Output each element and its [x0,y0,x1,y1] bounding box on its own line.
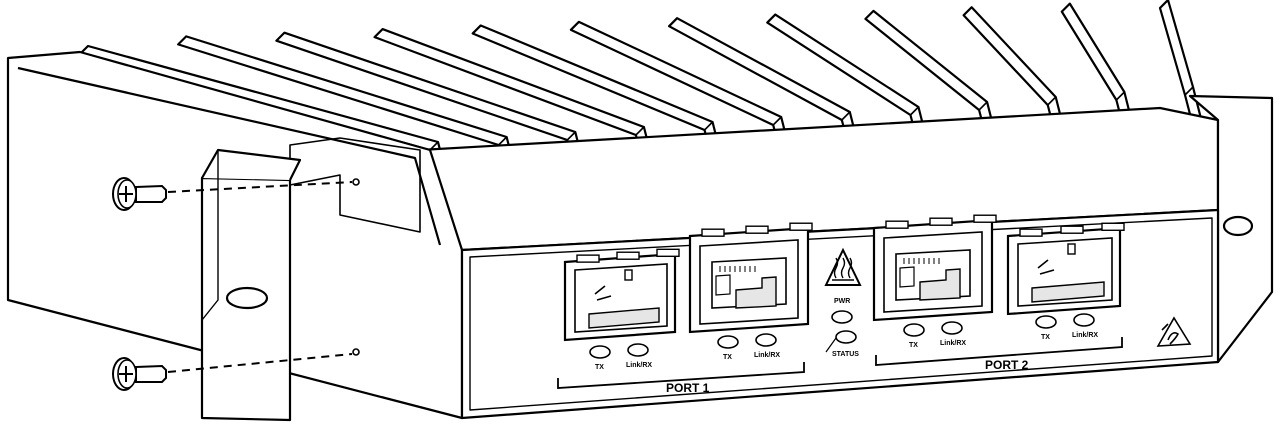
screw-icon [112,177,167,211]
status-led [835,330,857,344]
mounting-bracket-side [201,150,219,321]
link-rx-label: Link/RX [1072,332,1098,339]
tx-label: TX [723,354,732,361]
screw-hole-top [352,178,360,186]
link-rx-led [627,343,649,357]
tx-label: TX [595,364,604,371]
guide-line-bottom [167,353,353,373]
mounting-bracket-edge [201,148,302,181]
link-rx-led [755,333,777,347]
rj45-jack [872,214,997,322]
bracket-recess [289,137,421,233]
link-rx-label: Link/RX [626,362,652,369]
port-2-label: PORT 2 [985,358,1029,372]
pwr-label: PWR [834,298,850,305]
tx-label: TX [909,342,918,349]
screw-icon [112,357,167,391]
port-1-bracket [557,362,805,389]
screw-hole-bottom [352,348,360,356]
tx-label: TX [1041,334,1050,341]
tx-led [903,323,925,337]
sfp-cage [563,248,680,342]
link-rx-label: Link/RX [940,340,966,347]
status-leader [825,337,837,353]
tx-led [717,335,739,349]
hot-surface-warning-icon [824,247,862,286]
tx-led [1035,315,1057,329]
guide-line-top [167,181,353,193]
esd-warning-icon [1156,316,1192,347]
link-rx-led [1073,313,1095,327]
bracket-slot [225,286,269,310]
left-side-rib [17,66,442,246]
tx-led [589,345,611,359]
port-1-label: PORT 1 [666,381,710,395]
flange-slot [1222,215,1254,237]
link-rx-led [941,321,963,335]
link-rx-label: Link/RX [754,352,780,359]
port-2-bracket [875,337,1123,366]
status-label: STATUS [832,351,859,358]
sfp-cage [1006,222,1125,316]
pwr-led [831,310,853,324]
rj45-jack [688,222,813,334]
